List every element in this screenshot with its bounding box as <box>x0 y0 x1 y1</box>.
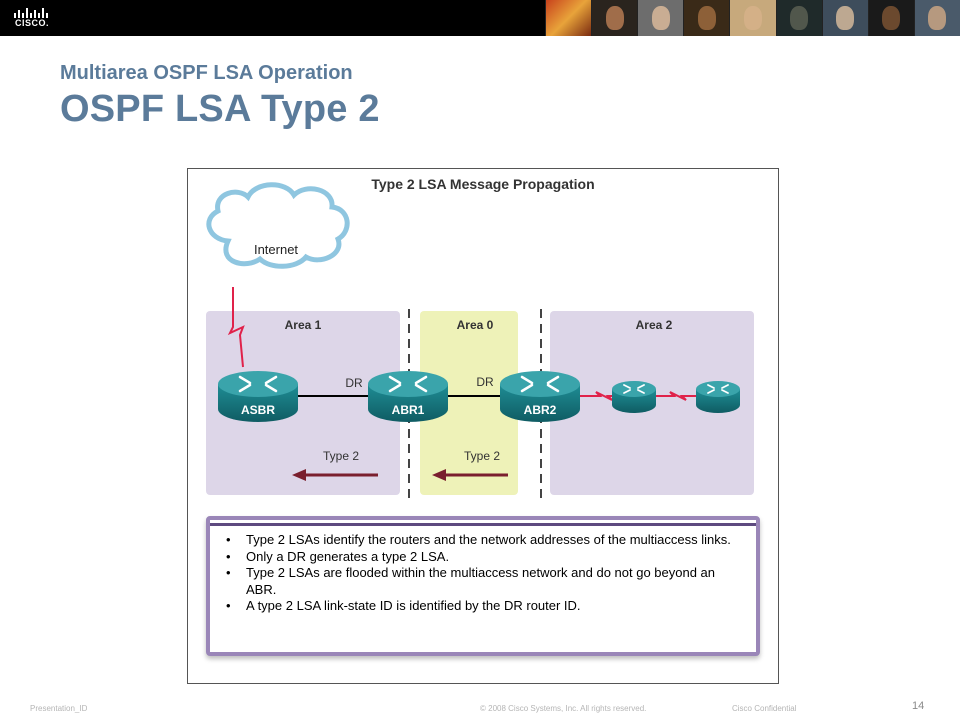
lsa-arrow-label: Type 2 <box>323 449 359 463</box>
area-1-zone <box>206 311 400 495</box>
cloud-label: Internet <box>254 242 298 257</box>
banner-photo <box>913 0 960 36</box>
router-arrows-icon <box>623 384 645 394</box>
router-label: ABR1 <box>392 403 425 417</box>
router-label: ABR2 <box>524 403 557 417</box>
logo-text: CISCO. <box>14 18 49 28</box>
serial-link <box>227 287 245 368</box>
router-arrows-icon <box>520 375 560 393</box>
diagram-figure: Type 2 LSA Message Propagation Area 1 Ar… <box>187 168 779 684</box>
banner-photo <box>545 0 592 36</box>
router-arrows-icon <box>238 375 278 393</box>
notes-list: Type 2 LSAs identify the routers and the… <box>222 532 750 615</box>
lsa-arrow-label: Type 2 <box>464 449 500 463</box>
area-label: Area 2 <box>636 318 673 332</box>
network-diagram: Type 2 LSA Message Propagation Area 1 Ar… <box>206 176 754 503</box>
list-item: Only a DR generates a type 2 LSA. <box>222 549 740 566</box>
router-abr1: ABR1 <box>368 371 448 422</box>
cisco-bridge-icon <box>14 8 48 18</box>
lsa-arrow <box>432 469 508 481</box>
area-label: Area 0 <box>457 318 494 332</box>
footer-copyright: © 2008 Cisco Systems, Inc. All rights re… <box>480 704 647 713</box>
banner-photo <box>683 0 730 36</box>
banner-photo <box>591 0 638 36</box>
router-small <box>612 381 656 413</box>
banner-photo <box>821 0 868 36</box>
router-asbr: ASBR <box>218 371 298 422</box>
slide-subtitle: Multiarea OSPF LSA Operation <box>60 62 353 84</box>
list-item: Type 2 LSAs identify the routers and the… <box>222 532 740 549</box>
banner-photo <box>775 0 822 36</box>
photo-strip <box>545 0 960 36</box>
banner-photo <box>729 0 776 36</box>
router-arrows-icon <box>388 375 428 393</box>
notes-box: Type 2 LSAs identify the routers and the… <box>206 516 760 656</box>
serial-link <box>580 391 613 401</box>
top-banner: CISCO. <box>0 0 960 36</box>
banner-photo <box>637 0 684 36</box>
footer-presentation-id: Presentation_ID <box>30 704 88 713</box>
slide-title: OSPF LSA Type 2 <box>60 88 380 130</box>
list-item: Type 2 LSAs are flooded within the multi… <box>222 565 740 598</box>
banner-photo <box>867 0 914 36</box>
cisco-logo: CISCO. <box>10 6 54 30</box>
footer-confidential: Cisco Confidential <box>732 704 797 713</box>
lsa-arrow <box>292 469 378 481</box>
page-number: 14 <box>912 700 925 712</box>
internet-cloud: Internet <box>206 182 350 269</box>
diagram-heading: Type 2 LSA Message Propagation <box>371 176 594 192</box>
notes-topline <box>210 523 756 526</box>
dr-label: DR <box>476 375 494 389</box>
area-label: Area 1 <box>285 318 322 332</box>
serial-link <box>656 391 696 401</box>
router-arrows-icon <box>707 384 729 394</box>
router-abr2: ABR2 <box>500 371 580 422</box>
router-small <box>696 381 740 413</box>
router-label: ASBR <box>241 403 275 417</box>
list-item: A type 2 LSA link-state ID is identified… <box>222 598 740 615</box>
dr-label: DR <box>345 376 363 390</box>
area-0-zone <box>420 311 518 495</box>
